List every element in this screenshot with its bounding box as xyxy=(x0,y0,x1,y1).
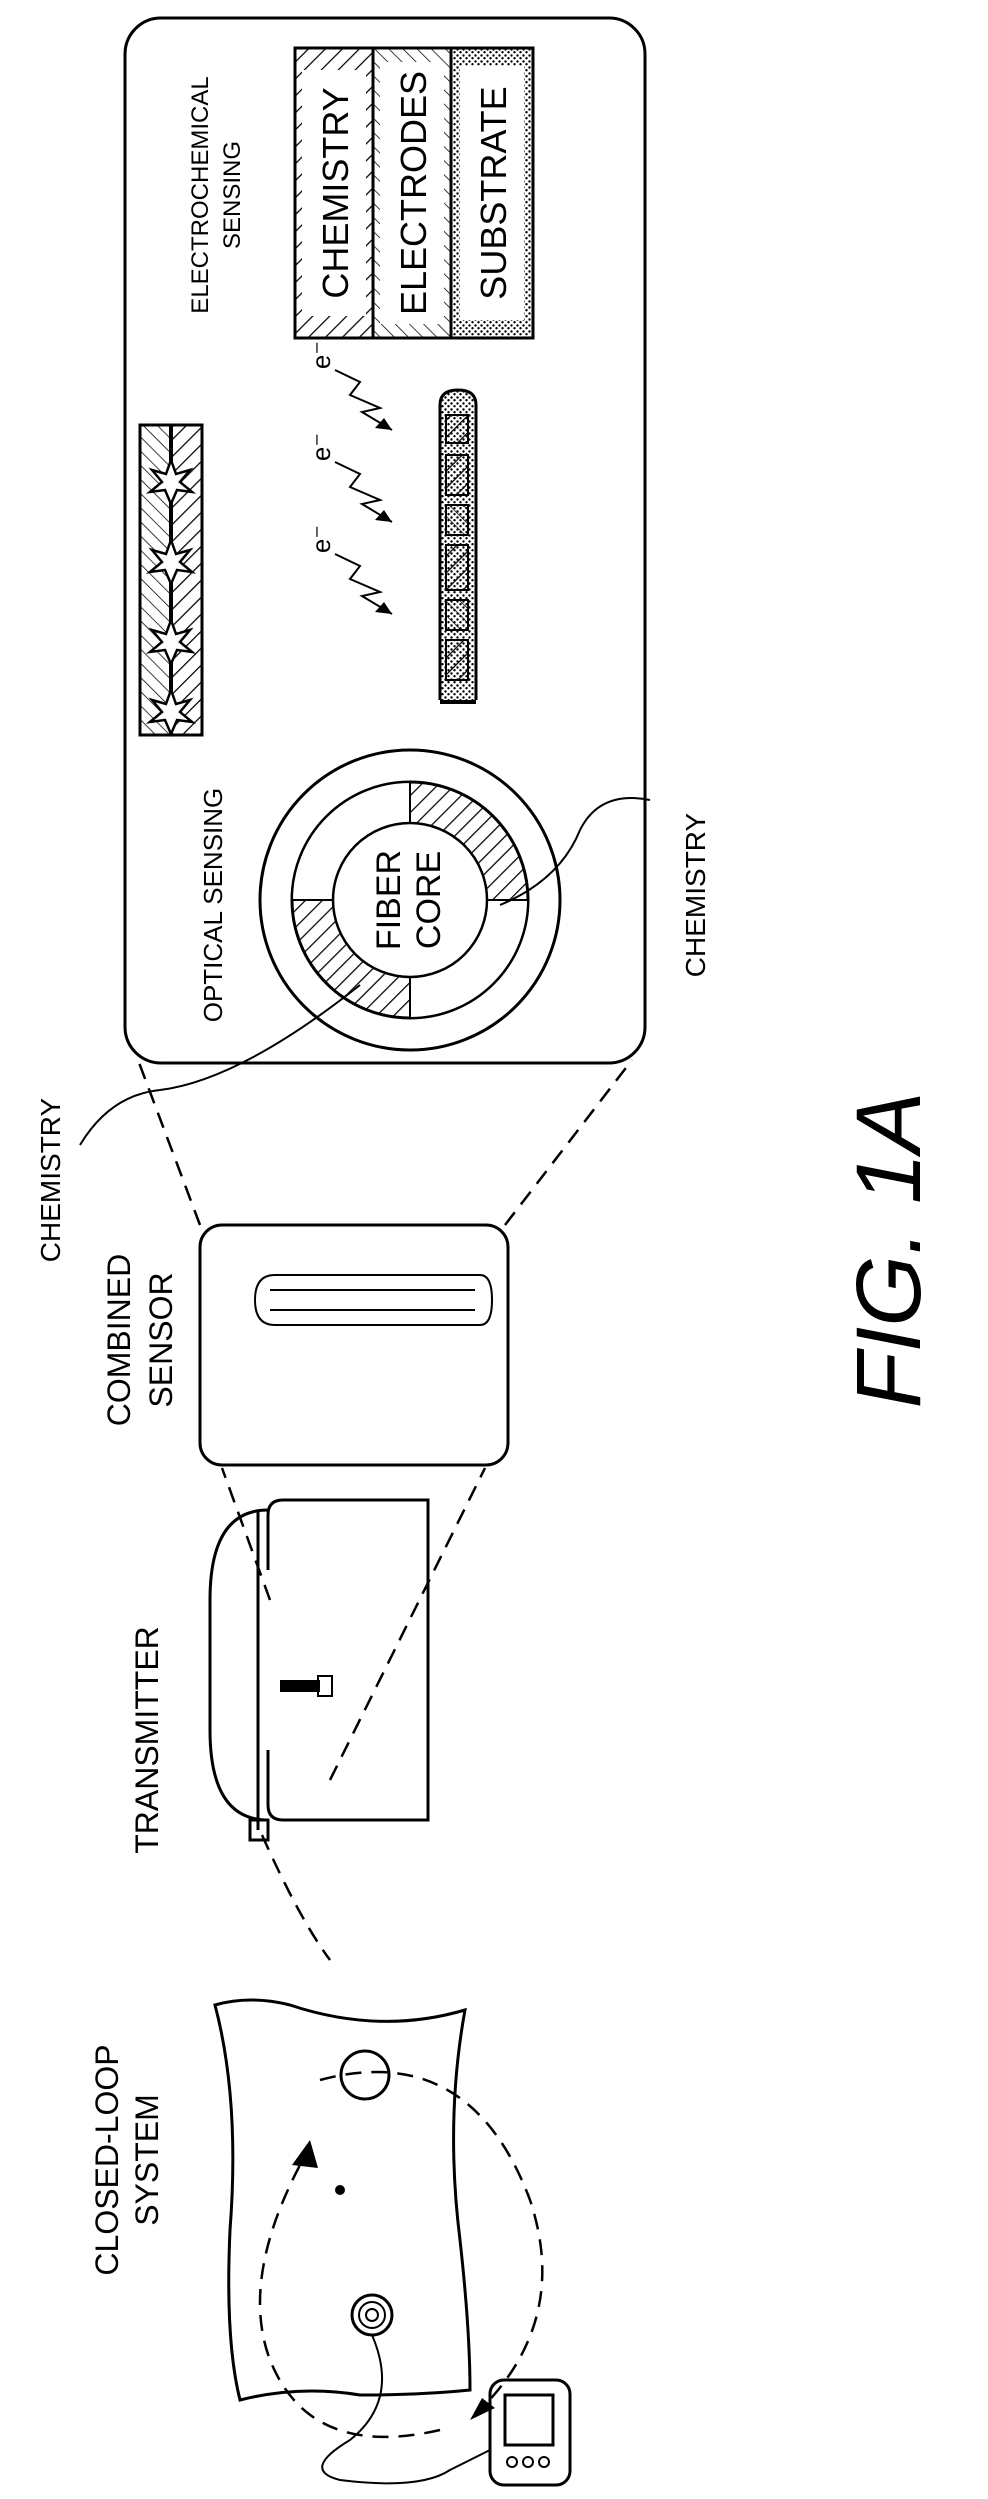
electrochem-label-line1: ELECTROCHEMICAL xyxy=(187,76,214,313)
electron-label: e⁻ xyxy=(306,433,336,461)
combined-sensor-label-line2: SENSOR xyxy=(143,1272,179,1407)
electron-arrows xyxy=(335,370,392,614)
fiber-core-label-line1: FIBER xyxy=(370,850,408,950)
layer-substrate-label: SUBSTRATE xyxy=(473,86,514,299)
figure-number: FIG. 1A xyxy=(838,1092,940,1409)
zoom-lines-panel xyxy=(138,1060,632,1225)
transmitter xyxy=(210,1500,428,1840)
electron-label: e⁻ xyxy=(306,525,336,553)
closed-loop-label-line1: CLOSED-LOOP xyxy=(89,2044,125,2275)
zoom-line-sensor-right xyxy=(330,1468,485,1780)
closed-loop-patch xyxy=(215,2000,470,2400)
chemistry-left-label: CHEMISTRY xyxy=(35,1097,66,1262)
arrow-head-icon xyxy=(292,2140,318,2168)
insulin-pump xyxy=(490,2380,570,2485)
optical-strip xyxy=(140,425,202,735)
combined-sensor xyxy=(200,1225,508,1465)
combined-sensor-label-line1: COMBINED xyxy=(101,1254,137,1426)
infusion-tubing xyxy=(322,2335,490,2483)
loop-arrow-path xyxy=(320,2072,542,2410)
lightning-bolt-icon xyxy=(335,370,392,430)
electrochemical-strip xyxy=(440,390,476,704)
lightning-bolt-icon xyxy=(335,462,392,522)
fiber-core-label-line2: CORE xyxy=(410,851,448,949)
lightning-bolt-icon xyxy=(335,554,392,614)
layer-electrodes-label: ELECTRODES xyxy=(393,71,434,315)
chemistry-right-label: CHEMISTRY xyxy=(680,812,711,977)
loop-arrow-path-return xyxy=(260,2165,440,2437)
transmitter-label: TRANSMITTER xyxy=(129,1626,165,1854)
electrochem-label-line2: SENSING xyxy=(219,141,246,249)
closed-loop-label-line2: SYSTEM xyxy=(129,2094,165,2226)
electron-label: e⁻ xyxy=(306,341,336,369)
optical-sensing-label: OPTICAL SENSING xyxy=(198,788,228,1023)
zoom-line-sensor-left xyxy=(222,1468,270,1600)
layer-chemistry-label: CHEMISTRY xyxy=(315,87,356,298)
transmitter-link-line xyxy=(262,1835,330,1960)
